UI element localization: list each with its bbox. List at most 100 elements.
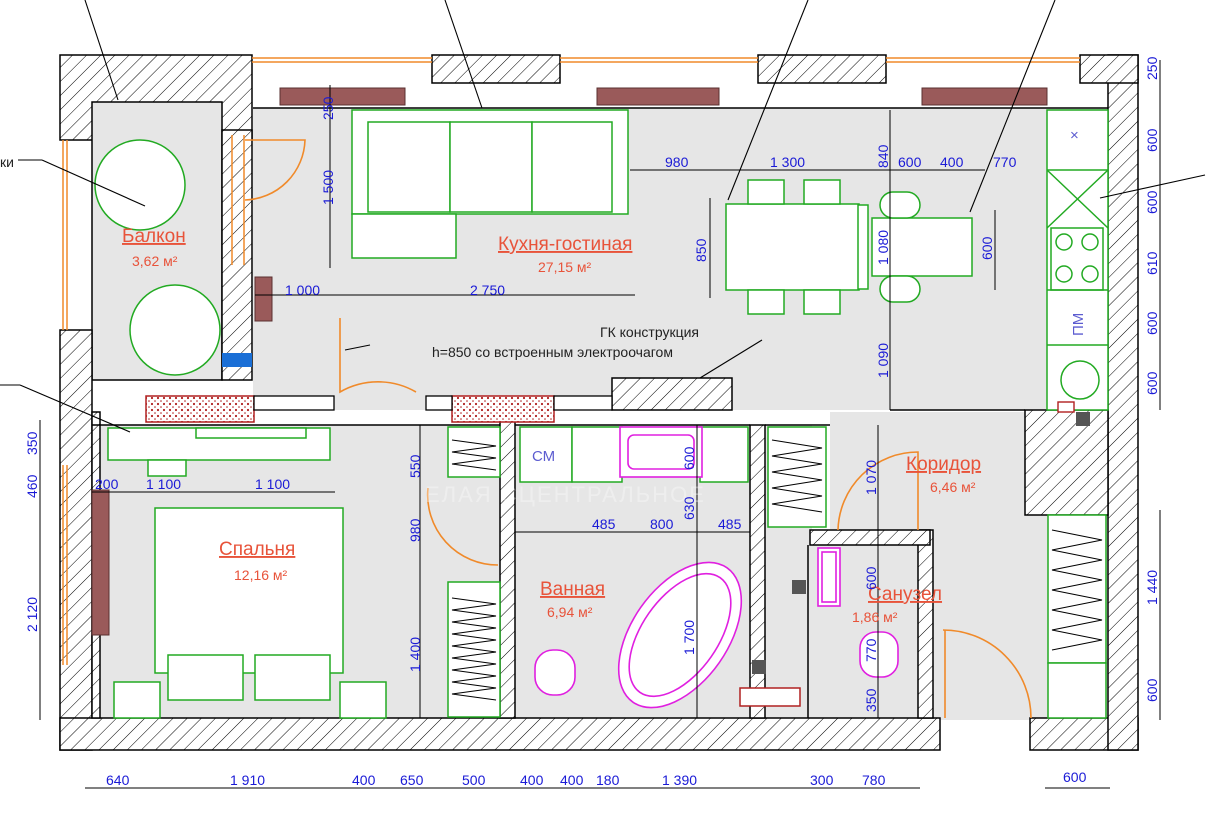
dim-bot400b: 400 (520, 772, 544, 788)
dim-s350: 350 (863, 688, 879, 712)
gk-note-line2: h=850 со встроенным электроочагом (432, 344, 673, 360)
room-name-wc: Санузел (868, 584, 942, 605)
dim-l460: 460 (24, 474, 40, 498)
dim-b1100b: 1 100 (255, 476, 290, 492)
dim-bot300: 300 (810, 772, 834, 788)
x-mark-label: × (1070, 127, 1079, 144)
dim-bot400a: 400 (352, 772, 376, 788)
dim-r610: 610 (1144, 251, 1160, 275)
dim-400a: 400 (940, 154, 964, 170)
dimension-lines (39, 60, 1161, 789)
dim-r250: 250 (1144, 56, 1160, 80)
washer-label: СМ (532, 448, 555, 465)
wardrobe-hangers (451, 439, 1103, 701)
dim-c980: 980 (407, 518, 423, 542)
dim-1080: 1 080 (875, 230, 891, 265)
partition-walls (253, 395, 613, 411)
dim-600a: 600 (898, 154, 922, 170)
dim-w630: 630 (681, 496, 697, 520)
dim-600b: 600 (979, 236, 995, 260)
room-name-bathroom: Ванная (540, 579, 605, 600)
heater-blue (222, 353, 252, 367)
dining-table (725, 203, 860, 291)
dim-c1400: 1 400 (407, 637, 423, 672)
brick-partitions (145, 395, 555, 423)
dim-w485a: 485 (592, 516, 616, 532)
dim-rr600: 600 (1144, 678, 1160, 702)
dim-1090: 1 090 (875, 343, 891, 378)
dim-s770: 770 (863, 638, 879, 662)
floor-drain (752, 660, 766, 674)
dim-s600: 600 (863, 566, 879, 590)
dishwasher-label: ПМ (1070, 313, 1087, 336)
dim-w485b: 485 (718, 516, 742, 532)
towel-rail (739, 687, 801, 707)
dim-w600: 600 (681, 446, 697, 470)
dim-840: 840 (875, 144, 891, 168)
dim-bot600: 600 (1063, 769, 1087, 785)
dim-bot650: 650 (400, 772, 424, 788)
dim-bot400c: 400 (560, 772, 584, 788)
leader-arrows (0, 0, 1206, 433)
room-area-bathroom: 6,94 м² (547, 604, 593, 620)
room-area-kitchen: 27,15 м² (538, 259, 592, 275)
dimension-texts: 980 1 300 600 400 770 1 000 2 750 200 1 … (95, 154, 1087, 788)
dim-w800: 800 (650, 516, 674, 532)
kitchen-drain (1076, 412, 1090, 426)
dim-l350: 350 (24, 431, 40, 455)
washer (519, 426, 573, 483)
balcony-armchair (94, 139, 186, 231)
room-name-kitchen: Кухня-гостиная (498, 234, 632, 255)
room-name-corridor: Коридор (906, 454, 981, 475)
dim-250a: 250 (320, 96, 336, 120)
dim-980: 980 (665, 154, 689, 170)
kitchen-outlet (1057, 401, 1075, 413)
dim-bot180: 180 (596, 772, 620, 788)
room-area-corridor: 6,46 м² (930, 479, 976, 495)
dim-bot500: 500 (462, 772, 486, 788)
dim-bot640: 640 (106, 772, 130, 788)
cooker-hood-x (1046, 169, 1109, 346)
watermark: ЕЛАЯ СЦЕНТРАЛЬНОЕ (425, 482, 706, 507)
island (871, 217, 973, 277)
room-area-bedroom: 12,16 м² (234, 567, 288, 583)
room-name-bedroom: Спальня (219, 539, 295, 560)
gk-note-line1: ГК конструкция (600, 324, 699, 340)
toilet (534, 649, 576, 696)
room-area-wc: 1,86 м² (852, 609, 898, 625)
partitions (92, 107, 1108, 718)
dim-1000: 1 000 (285, 282, 320, 298)
left-cut-note: ки (0, 154, 14, 170)
walls (59, 54, 1139, 751)
furniture (94, 109, 1109, 719)
dim-r600d: 600 (1144, 371, 1160, 395)
dim-b1100a: 1 100 (146, 476, 181, 492)
sofa-chaise (351, 213, 457, 259)
plumbing (534, 426, 899, 709)
dim-w1700: 1 700 (681, 620, 697, 655)
dim-k1070: 1 070 (863, 460, 879, 495)
dim-c550: 550 (407, 454, 423, 478)
dim-bot1390: 1 390 (662, 772, 697, 788)
room-name-balcony: Балкон (122, 226, 186, 247)
doors (244, 139, 1032, 719)
dim-bot780: 780 (862, 772, 886, 788)
dim-850: 850 (693, 238, 709, 262)
dim-r600a: 600 (1144, 128, 1160, 152)
wc-toilet (859, 631, 899, 678)
dim-1500: 1 500 (320, 170, 336, 205)
dim-2750: 2 750 (470, 282, 505, 298)
dim-b200: 200 (95, 476, 119, 492)
wc-drain (792, 580, 806, 594)
dim-r600c: 600 (1144, 311, 1160, 335)
bed (154, 507, 344, 674)
balcony-chair (129, 284, 221, 376)
room-area-balcony: 3,62 м² (132, 253, 178, 269)
dim-1300: 1 300 (770, 154, 805, 170)
dim-rr1440: 1 440 (1144, 570, 1160, 605)
dim-l2120: 2 120 (24, 597, 40, 632)
dimension-texts-vertical: 250 1 500 840 850 1 080 600 1 090 250 60… (24, 56, 1160, 712)
dim-r600b: 600 (1144, 190, 1160, 214)
dim-770a: 770 (993, 154, 1017, 170)
